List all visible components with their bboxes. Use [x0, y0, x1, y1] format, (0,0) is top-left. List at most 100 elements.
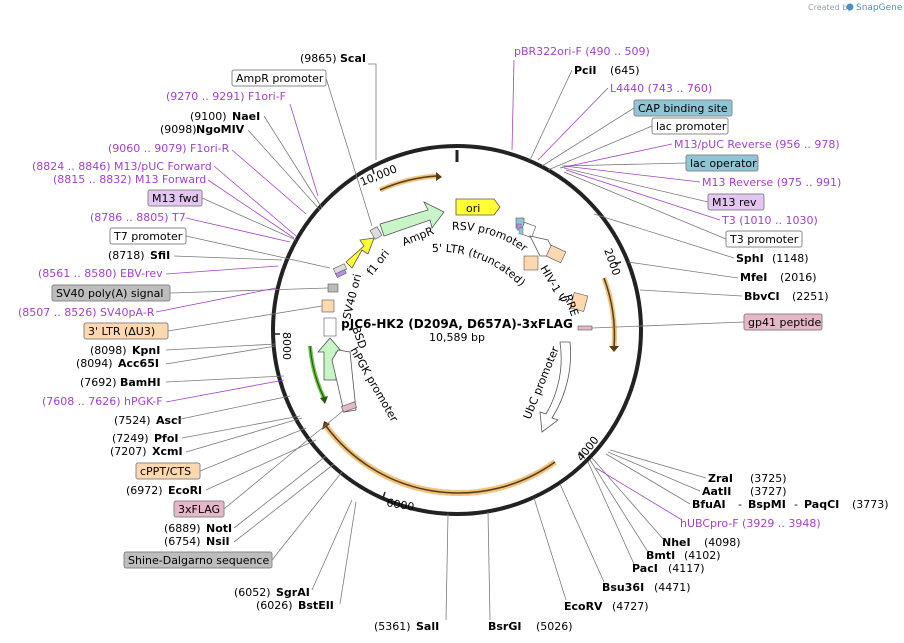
- sgrai-name[interactable]: SgrAI: [276, 586, 310, 599]
- tick-label-8000: 8000: [280, 332, 293, 360]
- ori-feature[interactable]: [455, 198, 501, 216]
- t7-primer[interactable]: (8786 .. 8805) T7: [90, 211, 186, 224]
- xcmi-pos: (7207): [110, 445, 147, 458]
- ltr5-feature[interactable]: [545, 244, 567, 264]
- hpgk-label: hPGK promoter: [347, 345, 400, 425]
- nhei-pos: (4098): [704, 536, 741, 549]
- l4440-primer[interactable]: L4440 (743 .. 760): [610, 82, 712, 95]
- sv40-ori-feature[interactable]: [323, 317, 337, 337]
- aatii-pos: (3727): [750, 485, 787, 498]
- tick-10000: [371, 167, 375, 175]
- m13-fwd-feature[interactable]: [335, 269, 347, 278]
- pcii-pos: (645): [610, 64, 640, 77]
- f1ori-feature[interactable]: [345, 237, 375, 269]
- acc65i-pos: (8094): [76, 357, 113, 370]
- acc65i-name[interactable]: Acc65I: [118, 357, 159, 370]
- m13rev-text: M13 rev: [712, 196, 757, 209]
- pfoi-name[interactable]: PfoI: [154, 432, 179, 445]
- ltr5-label: 5' LTR (truncated): [432, 242, 528, 289]
- cppt-text: cPPT/CTS: [140, 465, 191, 478]
- plasmid-title: pJC6-HK2 (D209A, D657A)-3xFLAG: [341, 317, 573, 331]
- orf-arc-bottom: [323, 424, 557, 496]
- gp41-feature[interactable]: [577, 325, 593, 331]
- paqci-name[interactable]: PaqCI: [804, 498, 839, 511]
- scai-pos: (9865): [300, 52, 337, 65]
- nhei-name[interactable]: NheI: [662, 536, 691, 549]
- ecori-pos: (6972): [126, 484, 163, 497]
- bfuai-pos: (3773): [852, 498, 889, 511]
- bsrgi-name[interactable]: BsrGI: [488, 620, 521, 633]
- mfei-pos: (2016): [780, 271, 817, 284]
- zrai-name[interactable]: ZraI: [708, 472, 733, 485]
- bfuai-name[interactable]: BfuAI: [692, 498, 726, 511]
- pcii-name[interactable]: PciI: [574, 64, 596, 77]
- m13-fwd-primer[interactable]: (8815 .. 8832) M13 Forward: [53, 173, 206, 186]
- ecorv-pos: (4727): [612, 600, 649, 613]
- asci-pos: (7524): [114, 414, 151, 427]
- noti-pos: (6889): [164, 522, 201, 535]
- shine-text: Shine-Dalgarno sequence: [128, 554, 269, 567]
- tick-6000: [382, 491, 386, 499]
- sv40-polya-feature[interactable]: [327, 283, 339, 293]
- ebv-rev-primer[interactable]: (8561 .. 8580) EBV-rev: [38, 267, 163, 280]
- ori-label: ori: [466, 202, 480, 215]
- bbvci-name[interactable]: BbvCI: [744, 290, 780, 303]
- paci-name[interactable]: PacI: [632, 562, 658, 575]
- naei-name[interactable]: NaeI: [232, 110, 260, 123]
- t7-promoter-text: T7 promoter: [113, 230, 183, 243]
- ampr-promoter-feature[interactable]: [369, 226, 383, 240]
- ngomiv-name[interactable]: NgoMIV: [196, 123, 245, 136]
- sfii-name[interactable]: SfiI: [150, 249, 170, 262]
- kpni-name[interactable]: KpnI: [132, 344, 160, 357]
- sphi-name[interactable]: SphI: [736, 252, 764, 265]
- aatii-name[interactable]: AatII: [702, 485, 731, 498]
- snapgene-logo-icon: [846, 3, 854, 11]
- mfei-name[interactable]: MfeI: [740, 271, 767, 284]
- hubcpro-f-primer[interactable]: hUBCpro-F (3929 .. 3948): [680, 517, 821, 530]
- t3-promoter-text: T3 promoter: [729, 233, 799, 246]
- bspmi-name[interactable]: BspMI: [748, 498, 786, 511]
- f1ori-r-primer[interactable]: (9060 .. 9079) F1ori-R: [108, 142, 230, 155]
- flag3x-feature[interactable]: [341, 401, 357, 413]
- bmti-name[interactable]: BmtI: [646, 549, 675, 562]
- m13-reverse-primer[interactable]: M13 Reverse (975 .. 991): [702, 176, 841, 189]
- ecorv-name[interactable]: EcoRV: [564, 600, 603, 613]
- hpgk-feature[interactable]: [331, 349, 357, 413]
- ampr-feature[interactable]: [379, 201, 445, 237]
- bamhi-name[interactable]: BamHI: [120, 376, 161, 389]
- noti-name[interactable]: NotI: [206, 522, 232, 535]
- rre-feature[interactable]: [569, 292, 589, 312]
- sv40pa-r-primer[interactable]: (8507 .. 8526) SV40pA-R: [18, 306, 155, 319]
- scai-name[interactable]: ScaI: [340, 52, 366, 65]
- backbone-ring: [271, 144, 643, 516]
- pbr322ori-f-primer[interactable]: pBR322ori-F (490 .. 509): [514, 45, 650, 58]
- hpgk-f-primer[interactable]: (7608 .. 7626) hPGK-F: [42, 395, 163, 408]
- hiv-feature[interactable]: [523, 255, 539, 271]
- asci-name[interactable]: AscI: [156, 414, 182, 427]
- bamhi-pos: (7692): [80, 376, 117, 389]
- kpni-pos: (8098): [90, 344, 127, 357]
- sali-pos: (5361): [374, 620, 411, 633]
- xcmi-name[interactable]: XcmI: [152, 445, 183, 458]
- credit-prefix: Created by: [808, 3, 852, 12]
- bbvci-pos: (2251): [792, 290, 829, 303]
- m13puc-rev-primer[interactable]: M13/pUC Reverse (956 .. 978): [674, 138, 840, 151]
- f1ori-f-primer[interactable]: (9270 .. 9291) F1ori-F: [166, 90, 286, 103]
- ampr-promoter-text: AmpR promoter: [236, 72, 324, 85]
- sali-name[interactable]: SalI: [416, 620, 439, 633]
- bsd-arc: [308, 345, 326, 399]
- bsu36i-pos: (4471): [654, 581, 691, 594]
- ecori-name[interactable]: EcoRI: [168, 484, 202, 497]
- nsii-name[interactable]: NsiI: [206, 535, 230, 548]
- sv40-polya-text: SV40 poly(A) signal: [56, 287, 163, 300]
- credit-brand: SnapGene: [856, 3, 903, 13]
- plasmid-length: 10,589 bp: [429, 331, 485, 344]
- ubc-feature[interactable]: [539, 341, 571, 433]
- m13puc-fwd-primer[interactable]: (8824 .. 8846) M13/pUC Forward: [32, 160, 212, 173]
- t3-primer[interactable]: T3 (1010 .. 1030): [721, 214, 818, 227]
- nsii-pos: (6754): [164, 535, 201, 548]
- bsteii-name[interactable]: BstEII: [298, 599, 334, 612]
- ltr3-feature[interactable]: [321, 299, 335, 313]
- bsu36i-name[interactable]: Bsu36I: [602, 581, 644, 594]
